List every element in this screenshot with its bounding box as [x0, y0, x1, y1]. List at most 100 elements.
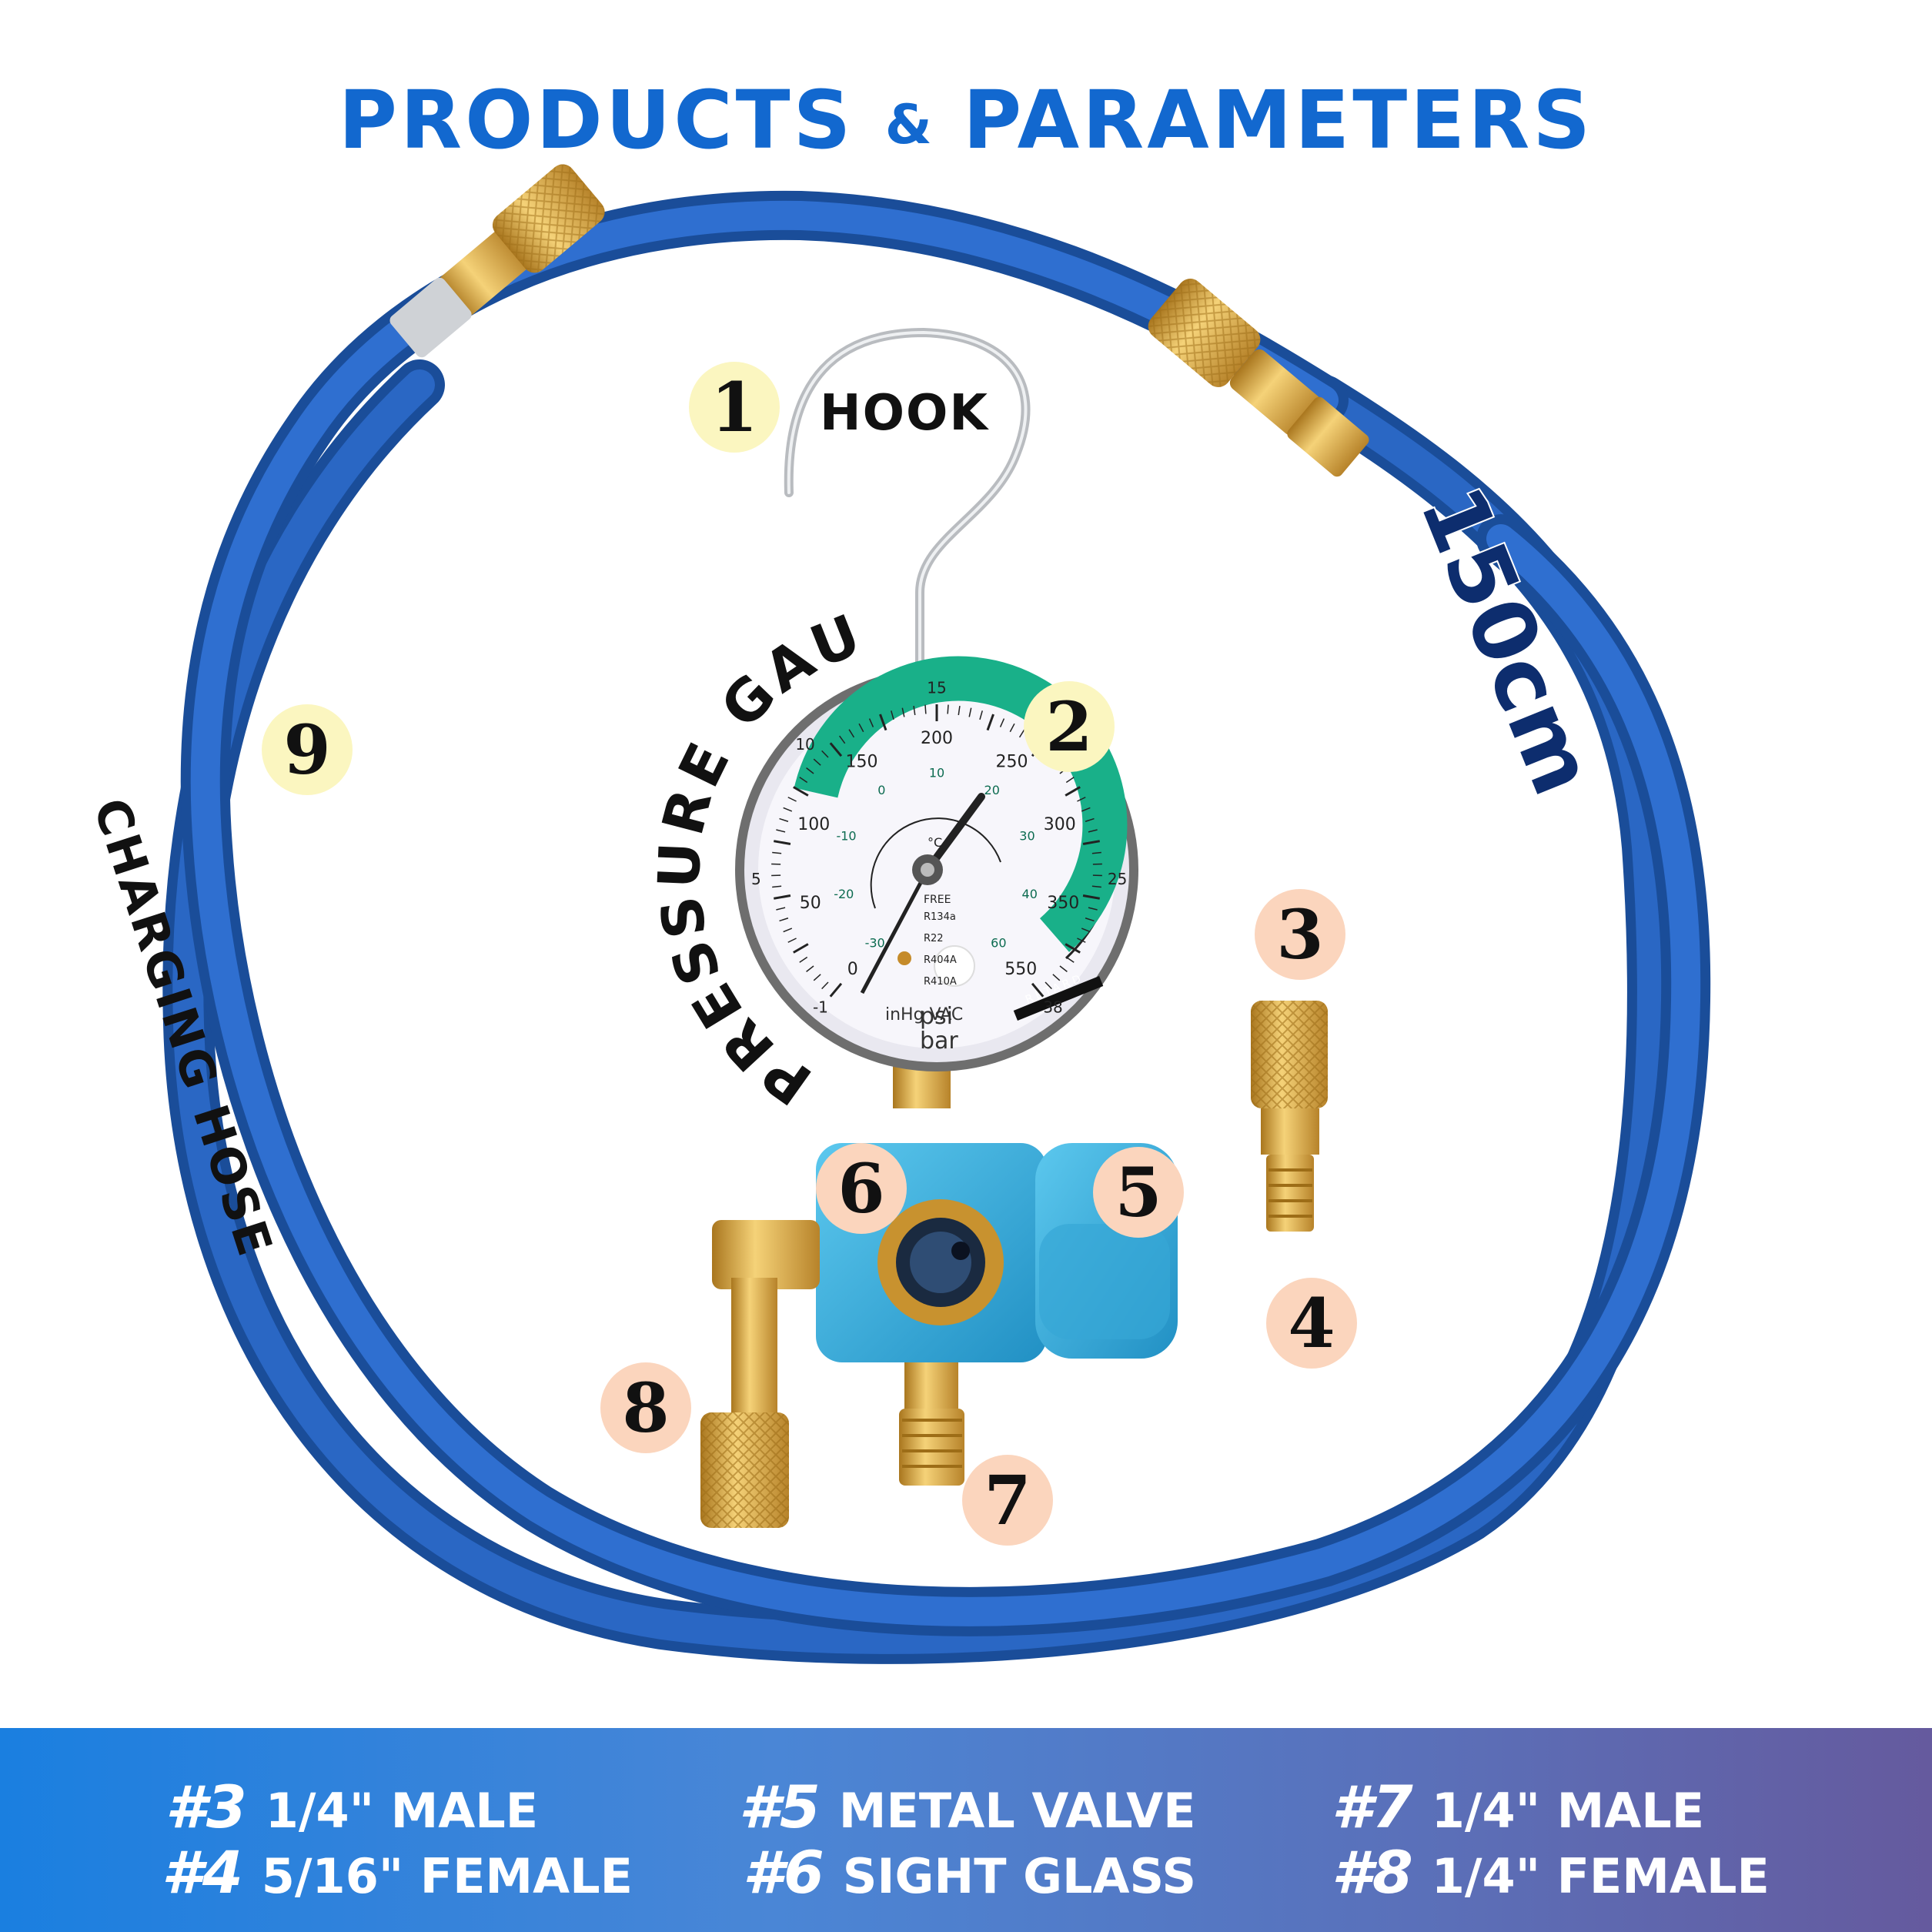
gauge-tick	[821, 750, 829, 758]
gauge-tick	[813, 758, 821, 766]
gauge-scale-label: 350	[1047, 894, 1079, 913]
gauge-scale-label: 150	[845, 753, 877, 772]
gauge-unit-bar: bar	[920, 1028, 958, 1055]
badge-2: 2	[1024, 681, 1115, 772]
gauge-scale-label: 60	[991, 935, 1006, 950]
gauge-tick	[821, 981, 829, 990]
gauge-scale-label: 300	[1044, 815, 1076, 834]
gauge-tick	[1077, 938, 1086, 943]
page-title: PRODUCTS & PARAMETERS	[0, 73, 1932, 167]
gauge-tick	[1081, 807, 1091, 812]
gauge-tick	[1009, 723, 1015, 733]
spec-number: #3	[165, 1773, 247, 1841]
spec-text: 1/4" FEMALE	[1431, 1848, 1770, 1904]
gauge-tick	[1045, 981, 1052, 990]
charging-hose	[162, 190, 1711, 1664]
gauge-tick	[829, 742, 843, 757]
gauge-tick	[868, 718, 874, 727]
gauge-tick	[779, 918, 789, 922]
gauge-tick	[1065, 777, 1075, 784]
gauge-tick	[1091, 885, 1101, 888]
badge-6: 6	[816, 1143, 907, 1234]
gauge-scale-label: 40	[1022, 887, 1038, 901]
gauge-scale-label: 25	[1108, 870, 1127, 888]
gauge-refrigerant: R22	[924, 933, 944, 944]
badge-7: 7	[962, 1455, 1053, 1546]
gauge-tick	[813, 974, 821, 981]
gauge-tick	[1082, 894, 1100, 900]
gauge-tick	[1088, 829, 1098, 833]
spec-number: #5	[739, 1773, 821, 1841]
spec-text: 1/4" MALE	[1431, 1783, 1705, 1839]
gauge-tick	[913, 705, 916, 716]
gauge-tick	[839, 735, 846, 744]
gauge-tick	[924, 704, 927, 714]
gauge-scale-label: 50	[800, 894, 821, 913]
hook-label: HOOK	[820, 385, 989, 442]
gauge-tick	[1031, 982, 1045, 998]
gauge-tick	[999, 718, 1005, 727]
badge-1: 1	[689, 362, 780, 453]
title-ampersand: &	[884, 93, 932, 156]
gauge-tick	[787, 797, 797, 802]
gauge-refrigerant: R134a	[924, 911, 956, 923]
hose-fitting-left	[389, 164, 605, 358]
gauge-tick	[1077, 797, 1086, 802]
badge-4: 4	[1266, 1278, 1357, 1369]
gauge-tick	[829, 982, 843, 998]
gauge-scale-label: -20	[834, 887, 854, 901]
gauge-tick	[779, 817, 789, 822]
gauge-scale-label: 10	[929, 766, 944, 780]
badge-9: 9	[262, 704, 353, 795]
gauge-scale-label: 250	[996, 753, 1028, 772]
gauge-scale-label: -30	[865, 935, 885, 950]
gauge-refrigerant: R410A	[924, 976, 957, 988]
gauge-tick	[891, 710, 894, 720]
spec-number: #4	[162, 1838, 243, 1907]
badge-5: 5	[1093, 1147, 1184, 1238]
title-products: PRODUCTS	[338, 73, 854, 167]
gauge-tick	[1082, 840, 1100, 845]
spec-text: SIGHT GLASS	[842, 1848, 1197, 1904]
gauge-tick	[799, 956, 808, 963]
gauge-refrigerant: R404A	[924, 954, 957, 966]
gauge-tick	[772, 851, 782, 854]
gauge-scale-label: 550	[1004, 960, 1037, 979]
gauge-tick	[806, 767, 814, 774]
gauge-tick	[1091, 851, 1101, 854]
gauge-scale-label: 38	[1043, 998, 1062, 1017]
gauge-tick	[958, 705, 961, 716]
gauge-tick	[1052, 974, 1061, 981]
gauge-vac-label: inHg VAC	[885, 1005, 963, 1024]
gauge-scale-label: 200	[921, 729, 953, 748]
gauge-tick	[776, 829, 786, 833]
gauge-scale-label: 100	[797, 815, 830, 834]
gauge-unit-psi: psi	[920, 1003, 953, 1030]
badge-3: 3	[1255, 889, 1345, 980]
spec-number: #7	[1332, 1773, 1413, 1841]
gauge-tick	[1085, 817, 1095, 822]
pressure-gauge: inHg VAC psi bar FREE °C RETARD R134aR22…	[735, 656, 1138, 1071]
gauge-tick	[793, 786, 809, 797]
spec-text: 1/4" MALE	[265, 1783, 539, 1839]
gauge-scale-label: 30	[1019, 829, 1035, 844]
gauge-scale-label: 5	[751, 870, 761, 888]
manifold-block	[816, 1143, 1178, 1362]
gauge-tick	[776, 907, 786, 911]
gauge-tick	[1059, 965, 1068, 972]
gauge-tick	[968, 707, 972, 717]
gauge-tick	[799, 777, 808, 784]
gauge-center-text: FREE	[924, 894, 951, 906]
badge-8: 8	[600, 1362, 691, 1453]
gauge-tick	[793, 943, 809, 954]
spec-text: 5/16" FEMALE	[261, 1848, 633, 1904]
spec-text: METAL VALVE	[838, 1783, 1196, 1839]
